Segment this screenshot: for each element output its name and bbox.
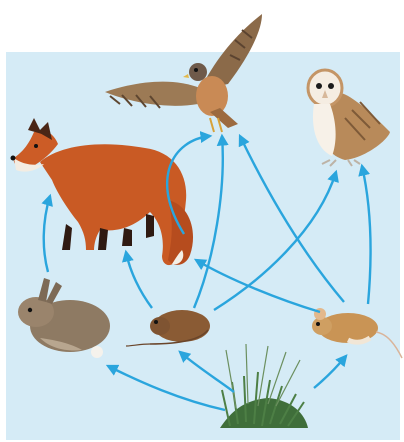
arrow-grass-to-mouse — [314, 356, 346, 388]
arrow-grass-to-vole — [180, 352, 234, 392]
rabbit-icon — [18, 278, 110, 358]
arrow-vole-to-owl — [214, 172, 336, 310]
arrow-vole-to-fox — [126, 252, 152, 308]
kestrel-icon — [105, 14, 262, 132]
mouse-icon — [312, 308, 402, 358]
vole-icon — [126, 310, 210, 346]
red-fox-icon — [11, 118, 194, 265]
barn-owl-icon — [308, 70, 390, 166]
arrow-mouse-to-owl — [362, 166, 370, 304]
arrow-mouse-to-fox — [196, 260, 320, 312]
grass-icon — [220, 344, 308, 428]
arrow-rabbit-to-fox — [44, 196, 50, 272]
arrow-vole-to-kestrel — [194, 136, 223, 308]
